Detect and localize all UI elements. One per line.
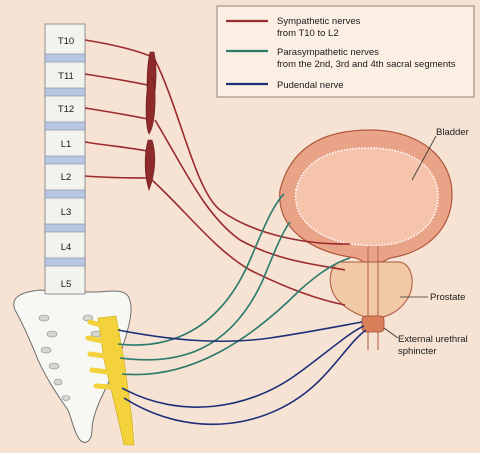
- vertebra-label-l2: L2: [61, 172, 72, 183]
- vertebra-label-t11: T11: [58, 71, 74, 82]
- external-sphincter: [361, 315, 385, 333]
- sphincter-muscle: [361, 315, 385, 333]
- parasympathetic-branch-s3: [119, 221, 291, 361]
- vertebra-label-t12: T12: [58, 104, 74, 115]
- legend-label-sympathetic-1: Sympathetic nerves: [277, 16, 361, 27]
- urethra: [367, 262, 379, 350]
- sacral-foramina: [38, 314, 102, 401]
- sympathetic-nerves: [84, 39, 351, 306]
- vertebra-label-l3: L3: [61, 207, 72, 218]
- sympathetic-trunk-lower: [151, 179, 346, 306]
- sympathetic-branch-t12: [84, 107, 153, 121]
- label-sphincter-2: sphincter: [398, 346, 437, 357]
- legend-label-sympathetic-2: from T10 to L2: [277, 28, 339, 39]
- parasympathetic-nerves: [117, 193, 351, 376]
- vertebra-label-l4: L4: [61, 242, 72, 253]
- sympathetic-branch-t11: [84, 73, 153, 87]
- legend-label-parasympathetic-1: Parasympathetic nerves: [277, 47, 379, 58]
- pudendal-branch-3: [123, 329, 367, 426]
- label-prostate: Prostate: [430, 292, 465, 303]
- sympathetic-ganglia: [144, 51, 157, 191]
- bladder-leader-line: [411, 135, 437, 181]
- sympathetic-branch-l1: [84, 141, 153, 153]
- pudendal-branch-2: [121, 325, 365, 408]
- vertebra-label-t10: T10: [58, 36, 74, 47]
- label-bladder: Bladder: [436, 127, 469, 138]
- sympathetic-branch-l2: [84, 175, 151, 179]
- organ-labels: Bladder Prostate External urethral sphin…: [383, 127, 469, 357]
- vertebra-label-l1: L1: [61, 139, 72, 150]
- bladder-lumen: [294, 147, 439, 247]
- vertebra-label-l5: L5: [61, 279, 72, 290]
- sympathetic-trunk-bladder: [154, 59, 351, 245]
- prostate: [329, 261, 413, 350]
- bladder: [279, 129, 453, 263]
- prostate-gland: [329, 261, 413, 319]
- bladder-neck: [367, 246, 379, 263]
- legend-label-pudendal: Pudendal nerve: [277, 80, 344, 91]
- spine: T10 T11 T12 L1 L2 L3 L4 L5: [44, 23, 86, 295]
- sphincter-leader-line: [383, 327, 399, 339]
- sacral-roots: [85, 319, 127, 391]
- sympathetic-trunk-prostate: [154, 119, 346, 271]
- parasympathetic-branch-s4: [121, 257, 351, 376]
- pudendal-branch-1: [117, 321, 363, 343]
- label-sphincter-1: External urethral: [398, 334, 468, 345]
- parasympathetic-branch-s2: [117, 193, 285, 346]
- legend: Sympathetic nerves from T10 to L2 Parasy…: [216, 5, 475, 98]
- pudendal-nerve: [117, 321, 367, 426]
- intervertebral-discs: [44, 53, 86, 267]
- sympathetic-branch-t10: [84, 39, 151, 57]
- legend-label-parasympathetic-2: from the 2nd, 3rd and 4th sacral segment…: [277, 59, 456, 70]
